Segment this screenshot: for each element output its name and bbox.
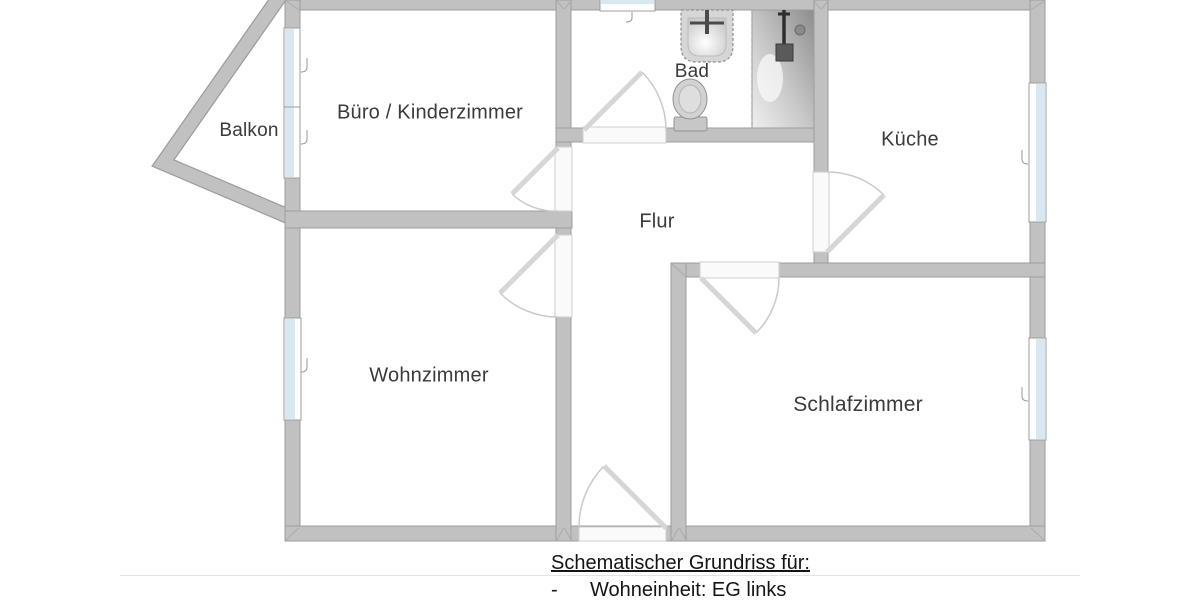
shower-icon xyxy=(751,9,815,129)
toilet-icon xyxy=(672,78,708,132)
caption-title: Schematischer Grundriss für: xyxy=(551,552,810,574)
sink-icon xyxy=(680,9,734,63)
wohnzimmer-window xyxy=(283,317,302,421)
schlafzimmer-window xyxy=(1028,337,1047,441)
opening-kueche-door xyxy=(812,171,830,253)
room-label-buero: Büro / Kinderzimmer xyxy=(336,101,524,124)
interior-walls xyxy=(284,0,1046,542)
wall-corner-bevels xyxy=(285,0,1045,541)
door-openings xyxy=(554,126,830,542)
doors xyxy=(498,70,886,530)
room-label-bad: Bad xyxy=(674,61,710,82)
wall-flur-schlafzimmer xyxy=(670,262,687,542)
caption-bullet-dash: - xyxy=(551,579,558,600)
opening-bad-door xyxy=(582,126,667,144)
balcony-door-window xyxy=(283,27,301,179)
window-hooks xyxy=(300,12,1029,402)
kueche-window xyxy=(1028,82,1047,223)
opening-buero-door xyxy=(554,146,573,212)
room-label-wohnzimmer: Wohnzimmer xyxy=(369,364,489,387)
opening-schlafzimmer-door xyxy=(699,261,780,279)
room-label-flur: Flur xyxy=(639,210,675,233)
door-entry xyxy=(578,464,668,530)
wall-top xyxy=(284,0,1046,11)
door-wohnzimmer xyxy=(498,233,560,318)
room-label-schlafzimmer: Schlafzimmer xyxy=(793,393,923,416)
caption-unit-text: Wohneinheit: EG links xyxy=(590,579,787,600)
opening-wohnzimmer-door xyxy=(554,234,573,318)
wall-buero-wohnzimmer xyxy=(284,210,573,229)
caption-divider-line xyxy=(120,575,1080,576)
balcony-walls xyxy=(151,0,296,226)
bad-window xyxy=(599,0,656,12)
bathroom-fixtures xyxy=(672,9,815,132)
opening-entry-door xyxy=(578,526,667,542)
room-label-balkon: Balkon xyxy=(219,120,279,141)
door-schlafzimmer xyxy=(699,276,780,335)
door-kueche xyxy=(825,171,886,254)
door-bad xyxy=(582,70,667,132)
windows xyxy=(283,0,1047,441)
room-label-kueche: Küche xyxy=(881,128,939,151)
door-buero xyxy=(510,146,560,212)
